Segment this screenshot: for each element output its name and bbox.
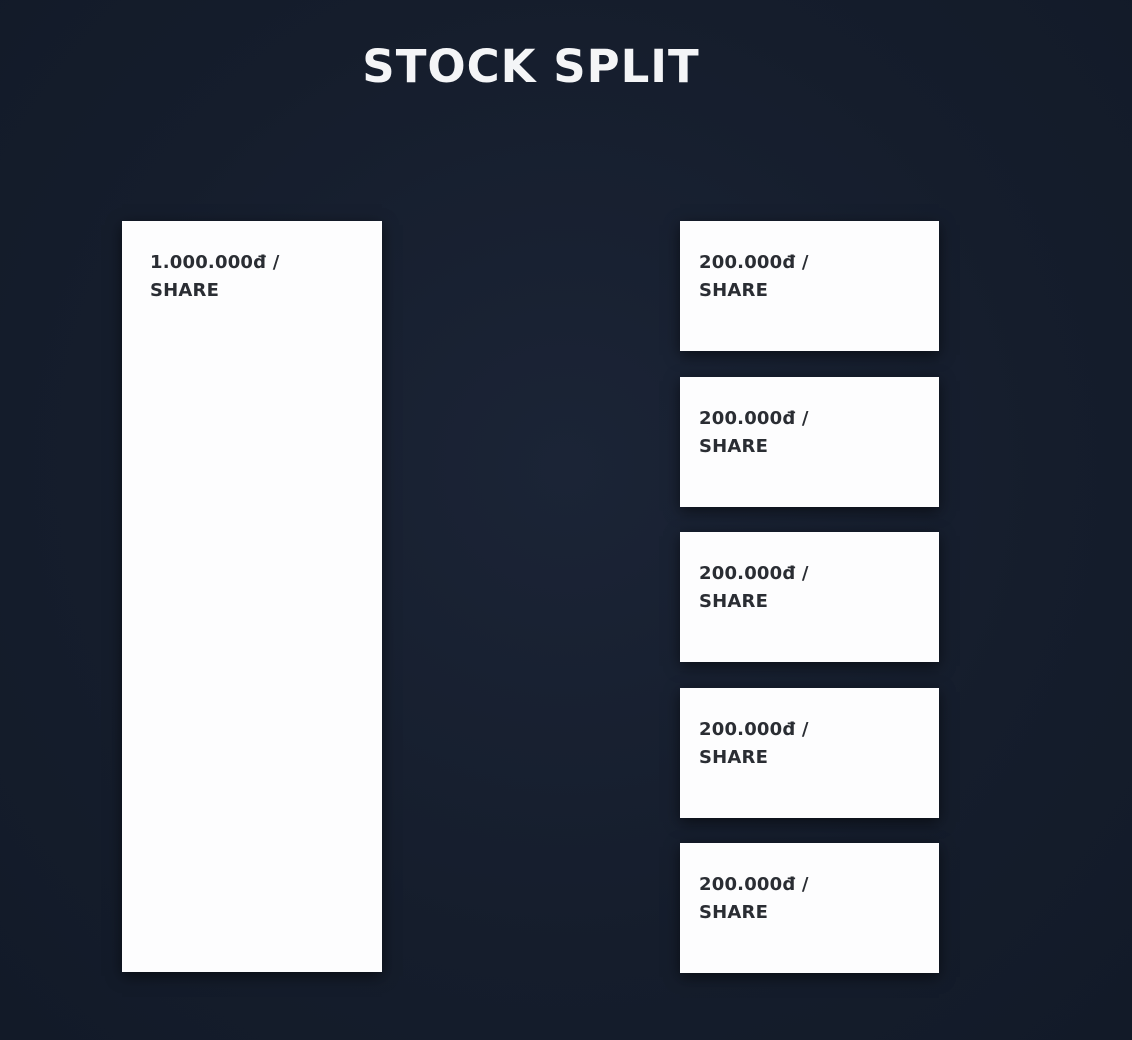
original-share-card: 1.000.000đ / SHARE (122, 221, 382, 972)
split-share-price: 200.000đ / (699, 563, 809, 584)
split-share-card: 200.000đ / SHARE (680, 377, 939, 507)
split-share-unit: SHARE (699, 280, 769, 301)
split-share-card: 200.000đ / SHARE (680, 221, 939, 351)
split-share-label: 200.000đ / SHARE (699, 560, 809, 616)
split-share-label: 200.000đ / SHARE (699, 871, 809, 927)
split-share-label: 200.000đ / SHARE (699, 405, 809, 461)
split-share-price: 200.000đ / (699, 252, 809, 273)
split-share-unit: SHARE (699, 747, 769, 768)
original-share-label: 1.000.000đ / SHARE (150, 249, 279, 305)
page-title: STOCK SPLIT (362, 40, 700, 93)
split-share-card: 200.000đ / SHARE (680, 532, 939, 662)
split-share-card: 200.000đ / SHARE (680, 843, 939, 973)
original-share-price: 1.000.000đ / (150, 252, 280, 273)
split-share-unit: SHARE (699, 591, 769, 612)
split-share-price: 200.000đ / (699, 719, 809, 740)
split-share-price: 200.000đ / (699, 408, 809, 429)
split-share-card: 200.000đ / SHARE (680, 688, 939, 818)
split-share-label: 200.000đ / SHARE (699, 716, 809, 772)
split-share-unit: SHARE (699, 436, 769, 457)
original-share-unit: SHARE (150, 280, 220, 301)
split-share-label: 200.000đ / SHARE (699, 249, 809, 305)
split-share-price: 200.000đ / (699, 874, 809, 895)
split-share-unit: SHARE (699, 902, 769, 923)
